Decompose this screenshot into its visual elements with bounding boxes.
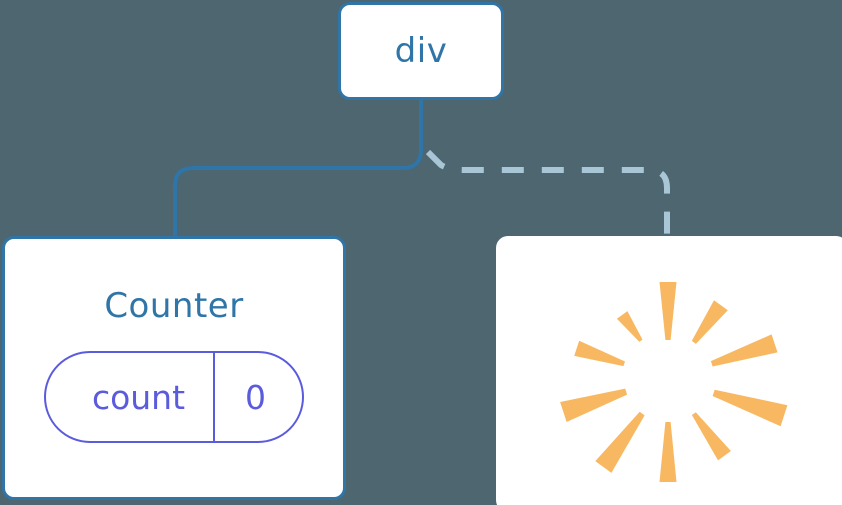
- sparkle-ray-0: [659, 282, 677, 340]
- sparkle-ray-9: [616, 311, 643, 342]
- node-sparkle-highlight[interactable]: [496, 236, 842, 505]
- sparkle-ray-6: [595, 411, 645, 473]
- edge-root-to-counter: [173, 98, 423, 238]
- sparkle-burst-icon: [560, 282, 788, 482]
- state-pill-count[interactable]: count 0: [43, 351, 305, 443]
- sparkle-ray-8: [574, 340, 625, 367]
- state-pill-value: 0: [213, 353, 302, 441]
- node-counter-label: Counter: [104, 286, 244, 326]
- sparkle-ray-2: [710, 334, 778, 367]
- edge-root-to-sparkle: [425, 149, 670, 238]
- node-counter[interactable]: Counter count 0: [2, 236, 346, 500]
- node-div[interactable]: div: [338, 2, 504, 100]
- sparkle-ray-5: [659, 422, 677, 482]
- state-pill-key: count: [91, 377, 186, 417]
- sparkle-ray-1: [691, 300, 728, 344]
- sparkle-ray-4: [691, 412, 731, 461]
- sparkle-ray-group: [560, 282, 788, 482]
- sparkle-ray-3: [712, 389, 788, 427]
- sparkle-ray-7: [560, 388, 628, 422]
- node-div-label: div: [394, 31, 448, 71]
